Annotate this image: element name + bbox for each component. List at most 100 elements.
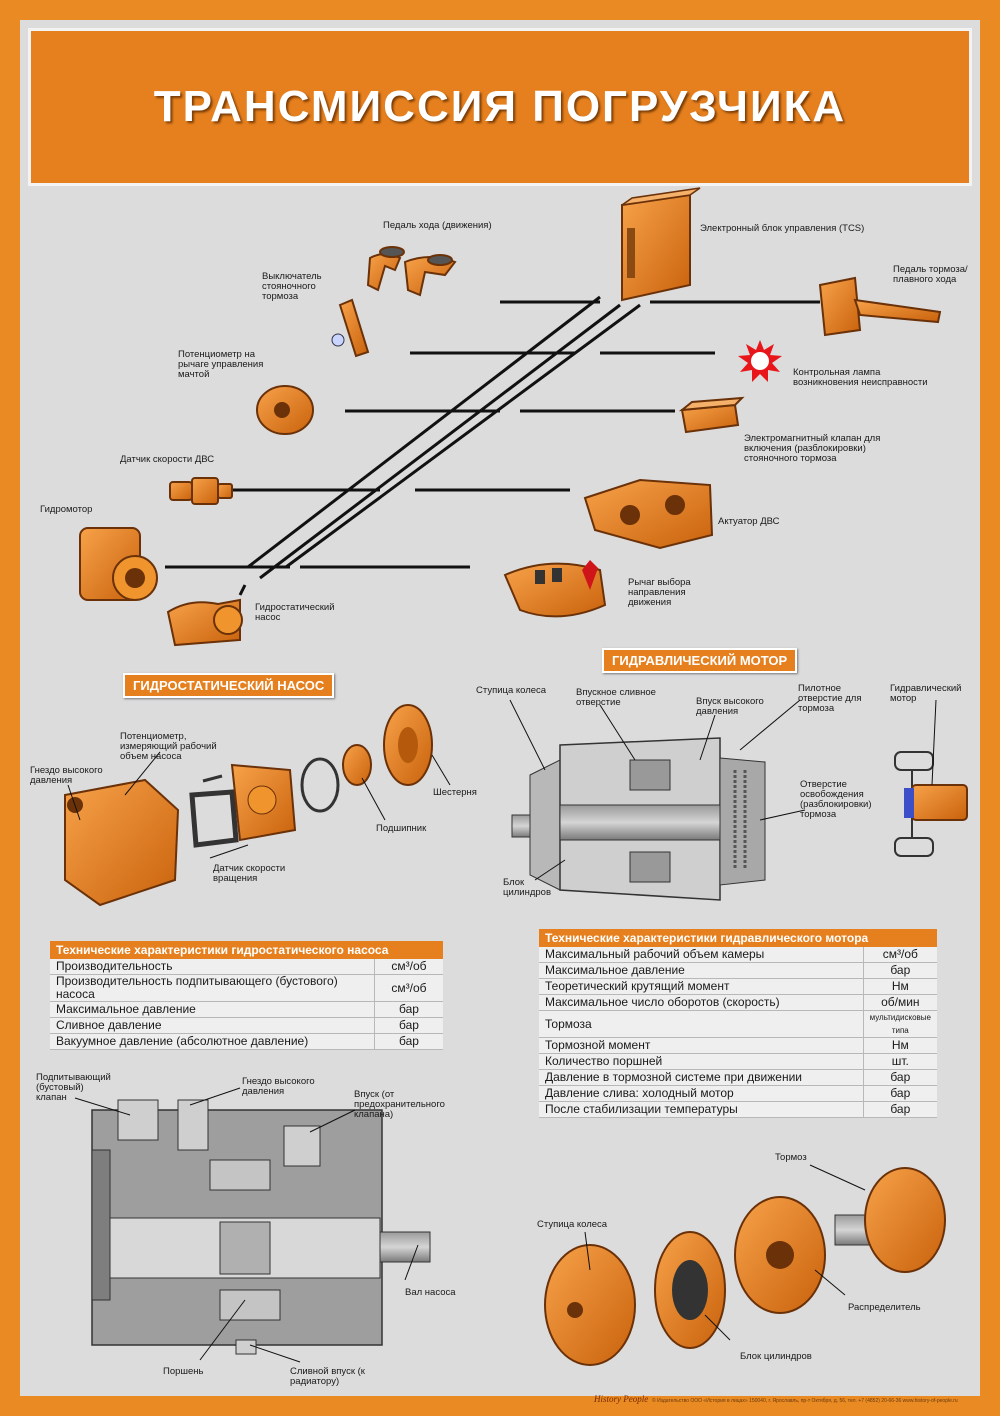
label-ecu: Электронный блок управления (TCS) xyxy=(700,223,865,234)
motor-side-view xyxy=(894,699,968,857)
motor-table-header: Технические характеристики гидравлическо… xyxy=(539,929,937,947)
hydrostatic-pump-icon xyxy=(166,598,243,647)
label-boost-valve: Подпитывающий (бустовый) клапан xyxy=(36,1072,111,1103)
label-hydrostatic-pump: Гидростатический насос xyxy=(255,602,335,623)
motor-spec-table: Технические характеристики гидравлическо… xyxy=(539,929,937,1118)
label-drive-pedal: Педаль хода (движения) xyxy=(383,220,492,231)
spec-name: Давление в тормозной системе при движени… xyxy=(539,1069,864,1086)
label-brake-pedal: Педаль тормоза/ плавного хода xyxy=(893,264,968,285)
spec-unit: бар xyxy=(862,962,937,979)
motor-exploded-view xyxy=(544,1167,946,1366)
label-exp-distributor: Распределитель xyxy=(848,1302,921,1313)
spec-unit: шт. xyxy=(862,1053,937,1070)
motor-exploded-leaders xyxy=(584,1164,866,1341)
motor-cross-section xyxy=(511,737,766,901)
label-rot-sensor: Датчик скорости вращения xyxy=(213,863,286,884)
page-title: ТРАНСМИССИЯ ПОГРУЗЧИКА xyxy=(153,82,847,131)
spec-row: Давление в тормозной системе при движени… xyxy=(539,1069,937,1086)
label-potentiometer: Потенциометр, измеряющий рабочий объем н… xyxy=(120,731,217,762)
spec-unit: Нм xyxy=(862,1037,937,1054)
spec-unit: бар xyxy=(374,1033,443,1050)
spec-unit: бар xyxy=(862,1085,937,1102)
spec-name: Производительность подпитывающего (бусто… xyxy=(50,974,375,1002)
wiring-harness xyxy=(165,295,820,596)
drive-pedal-icon xyxy=(366,246,457,297)
spec-name: Максимальное число оборотов (скорость) xyxy=(539,994,864,1011)
pump-table-header: Технические характеристики гидростатичес… xyxy=(50,941,443,959)
spec-unit: об/мин xyxy=(862,994,937,1011)
spec-row: Производительность подпитывающего (бусто… xyxy=(50,974,443,1002)
label-brake-release: Отверстие освобождения (разблокировки) т… xyxy=(800,779,872,820)
footer: History People © Издательство ООО «Истор… xyxy=(594,1395,982,1405)
direction-lever-icon xyxy=(503,560,607,618)
spec-name: Давление слива: холодный мотор xyxy=(539,1085,864,1102)
label-cut-drain: Сливной впуск (к радиатору) xyxy=(290,1366,365,1387)
spec-unit: бар xyxy=(374,1001,443,1018)
label-motor-hub: Ступица колеса xyxy=(476,685,547,696)
label-exp-brake: Тормоз xyxy=(775,1152,807,1163)
title-banner: ТРАНСМИССИЯ ПОГРУЗЧИКА xyxy=(28,28,972,186)
potentiometer-icon xyxy=(256,385,314,435)
spec-unit: бар xyxy=(862,1069,937,1086)
spec-name: Сливное давление xyxy=(50,1017,375,1034)
speed-sensor-icon xyxy=(169,477,233,505)
spec-unit: бар xyxy=(862,1101,937,1118)
warning-lamp-icon xyxy=(738,340,782,382)
spec-unit: см³/об xyxy=(862,947,937,963)
hydromotor-icon xyxy=(79,527,158,601)
motor-cross-leaders xyxy=(509,699,806,881)
label-speed-sensor: Датчик скорости ДВС xyxy=(120,454,215,465)
spec-unit: см³/об xyxy=(374,959,443,975)
label-parking-switch: Выключатель стояночного тормоза xyxy=(262,271,322,302)
label-solenoid: Электромагнитный клапан для включения (р… xyxy=(744,433,881,464)
spec-name: Производительность xyxy=(50,959,375,975)
spec-name: Количество поршней xyxy=(539,1053,864,1070)
spec-name: Вакуумное давление (абсолютное давление) xyxy=(50,1033,375,1050)
pump-cutaway xyxy=(91,1099,431,1355)
pump-exploded-leaders xyxy=(67,751,451,859)
label-warning-lamp: Контрольная лампа возникновения неисправ… xyxy=(793,367,928,388)
label-engine-actuator: Актуатор ДВС xyxy=(718,516,780,527)
section-tag-pump: ГИДРОСТАТИЧЕСКИЙ НАСОС xyxy=(123,673,335,698)
spec-name: После стабилизации температуры xyxy=(539,1101,864,1118)
label-hydromotor: Гидромотор xyxy=(40,504,93,515)
label-gear: Шестерня xyxy=(433,787,477,798)
label-hp-port: Гнездо высокого давления xyxy=(30,765,103,786)
spec-row: Максимальное число оборотов (скорость)об… xyxy=(539,994,937,1011)
engine-actuator-icon xyxy=(583,478,714,550)
spec-name: Максимальный рабочий объем камеры xyxy=(539,947,864,963)
section-tag-motor: ГИДРАВЛИЧЕСКИЙ МОТОР xyxy=(602,648,798,673)
spec-name: Тормозной момент xyxy=(539,1037,864,1054)
publisher-logo: History People xyxy=(594,1394,649,1404)
label-cut-inlet: Впуск (от предохранительного клапана) xyxy=(354,1089,445,1120)
label-intake-drain: Впускное сливное отверстие xyxy=(576,687,656,708)
spec-unit: см³/об xyxy=(374,974,443,1002)
label-boom-pot: Потенциометр на рычаге управления мачтой xyxy=(178,349,264,380)
label-bearing: Подшипник xyxy=(376,823,427,834)
label-exp-hub: Ступица колеса xyxy=(537,1219,608,1230)
label-cut-piston: Поршень xyxy=(163,1366,204,1377)
label-cyl-block: Блок цилиндров xyxy=(503,877,552,898)
label-direction-lever: Рычаг выбора направления движения xyxy=(628,577,691,608)
parking-switch-icon xyxy=(331,298,370,358)
label-hp-inlet: Впуск высокого давления xyxy=(696,696,764,717)
label-cut-shaft: Вал насоса xyxy=(405,1287,456,1298)
label-hyd-motor: Гидравлический мотор xyxy=(890,683,962,704)
spec-unit: мультидисковые типа xyxy=(862,1010,937,1038)
brake-pedal-icon xyxy=(818,276,942,337)
pump-spec-table: Технические характеристики гидростатичес… xyxy=(50,941,443,1050)
spec-row: Вакуумное давление (абсолютное давление)… xyxy=(50,1033,443,1050)
pump-exploded-view xyxy=(64,704,433,907)
